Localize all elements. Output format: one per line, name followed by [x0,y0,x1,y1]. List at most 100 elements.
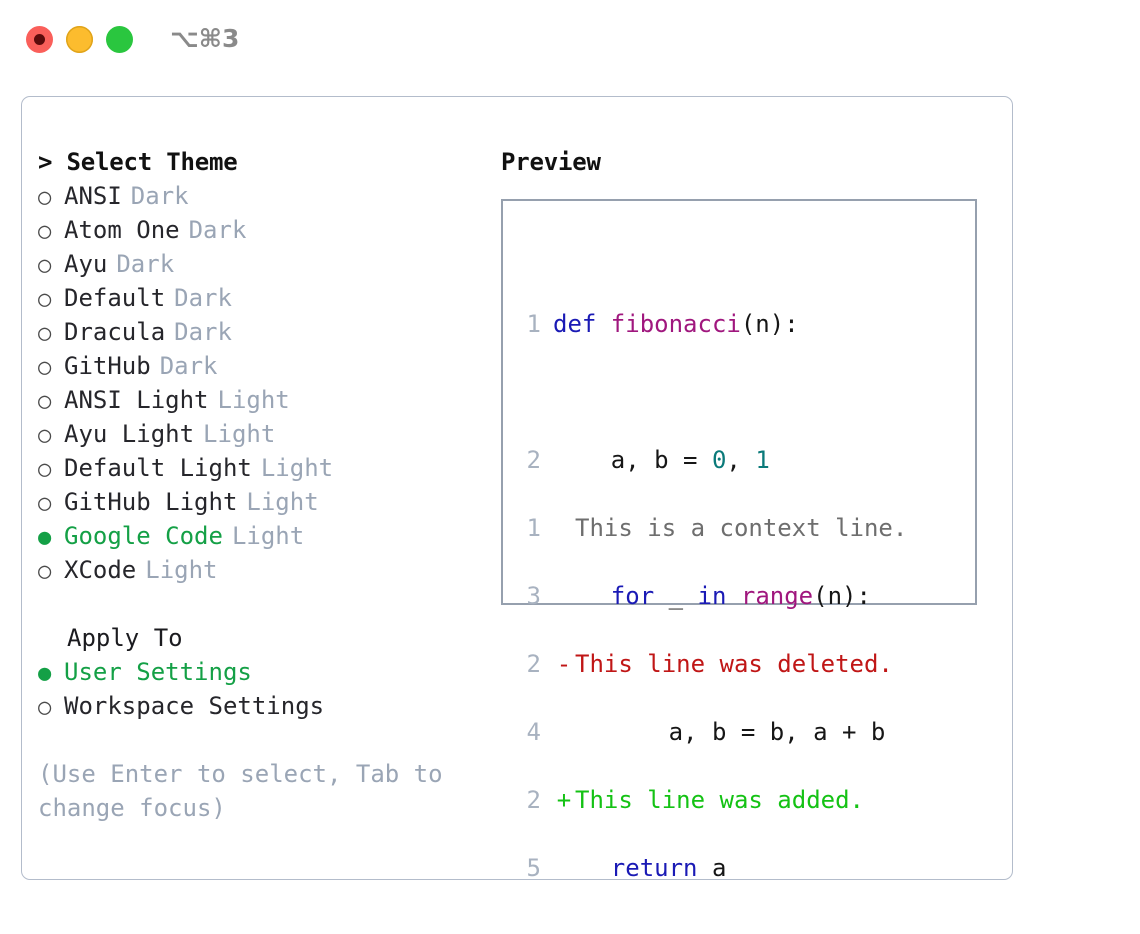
theme-item-tag: Light [231,522,305,550]
theme-item-tag: Dark [174,284,232,312]
title-bar: ⌥⌘3 [0,0,1140,78]
theme-item-tag: Light [203,420,276,448]
minimize-window-button[interactable] [66,26,93,53]
theme-item-label: Ayu Light [64,420,195,448]
diff-text: This line was deleted. [575,650,893,678]
apply-to-header: Apply To [67,624,183,652]
theme-item-tag: Light [260,454,334,482]
theme-item-tag: Light [145,556,218,584]
code-line: 4 a, b = b, a + b [515,715,886,749]
theme-item-ansi[interactable]: ○ ANSI Dark [38,179,478,213]
theme-item-label: GitHub [64,352,151,380]
theme-item-tag: Dark [130,182,189,210]
radio-icon: ○ [38,219,52,244]
apply-to-workspace-settings[interactable]: ○ Workspace Settings [38,689,478,723]
radio-icon: ○ [38,559,52,584]
apply-to-group: Apply To ● User Settings ○ Workspace Setti… [38,621,478,723]
radio-selected-icon: ● [38,525,52,550]
radio-icon: ○ [38,253,52,278]
line-number: 3 [526,582,541,610]
apply-to-option-label: Workspace Settings [64,692,325,720]
diff-line-deleted: 2-This line was deleted. [515,647,907,681]
theme-item-label: Atom One [64,216,180,244]
code-token: a [697,854,727,882]
theme-item-label: GitHub Light [64,488,238,516]
diff-text: This line was added. [575,786,864,814]
line-number: 2 [526,446,541,474]
theme-item-label: XCode [64,556,137,584]
theme-item-default-light[interactable]: ○ Default Light Light [38,451,478,485]
radio-icon: ○ [38,185,52,210]
theme-item-default[interactable]: ○ Default Dark [38,281,478,315]
radio-selected-icon: ● [38,661,52,686]
radio-icon: ○ [38,423,52,448]
theme-item-ayu-light[interactable]: ○ Ayu Light Light [38,417,478,451]
theme-item-label: Default [64,284,166,312]
theme-item-label: Ayu [64,250,108,278]
theme-item-ansi-light[interactable]: ○ ANSI Light Light [38,383,478,417]
radio-icon: ○ [38,287,52,312]
theme-item-tag: Dark [188,216,247,244]
code-line: 3 for _ in range(n): [515,579,885,613]
radio-icon: ○ [38,355,52,380]
code-token: for [553,582,655,610]
line-number: 2 [526,650,541,678]
line-number: 4 [526,718,541,746]
diff-sign: - [556,650,572,678]
diff-line-context: 1 This is a context line. [515,511,908,545]
keyboard-shortcut-label: ⌥⌘3 [170,24,240,53]
line-number: 2 [526,786,541,814]
theme-item-tag: Light [217,386,290,414]
theme-item-label: Default Light [64,454,252,482]
line-number: 1 [526,514,541,542]
code-token: a, b = b, a + b [553,718,886,746]
code-token: (n): [813,582,871,610]
theme-item-ayu[interactable]: ○ Ayu Dark [38,247,478,281]
code-token: fibonacci [610,310,741,338]
theme-item-google-code[interactable]: ● Google Code Light [38,519,478,553]
radio-icon: ○ [38,695,52,720]
theme-item-github[interactable]: ○ GitHub Dark [38,349,478,383]
radio-icon: ○ [38,389,52,414]
diff-text: This is a context line. [575,514,908,542]
select-theme-header: > Select Theme [38,148,238,176]
theme-item-label: Google Code [64,522,223,550]
line-number: 1 [526,310,541,338]
code-token: , [726,446,756,474]
theme-item-tag: Dark [159,352,218,380]
theme-item-label: ANSI [64,182,122,210]
code-token: 1 [755,446,770,474]
theme-item-tag: Light [246,488,319,516]
code-line: 2 a, b = 0, 1 [515,443,885,477]
code-token: (n): [740,310,799,338]
radio-icon: ○ [38,457,52,482]
apply-to-option-label: User Settings [64,658,252,686]
close-icon [34,34,45,45]
theme-item-label: Dracula [64,318,166,346]
theme-item-tag: Dark [174,318,232,346]
theme-item-atom-one[interactable]: ○ Atom One Dark [38,213,478,247]
code-token: range [740,582,814,610]
line-number: 5 [526,854,541,882]
code-line: 5 return a [515,851,885,885]
code-token: in [697,582,741,610]
theme-item-xcode[interactable]: ○ XCode Light [38,553,478,587]
theme-item-label: ANSI Light [64,386,209,414]
maximize-window-button[interactable] [106,26,133,53]
keyboard-hint-text: (Use Enter to select, Tab to change focu… [38,760,443,822]
preview-header: Preview [501,148,601,176]
apply-to-user-settings[interactable]: ● User Settings [38,655,478,689]
diff-sign: + [556,786,572,814]
diff-sign [553,511,575,545]
diff-line-added: 2 +This line was added. [515,783,907,817]
theme-item-tag: Dark [116,250,175,278]
